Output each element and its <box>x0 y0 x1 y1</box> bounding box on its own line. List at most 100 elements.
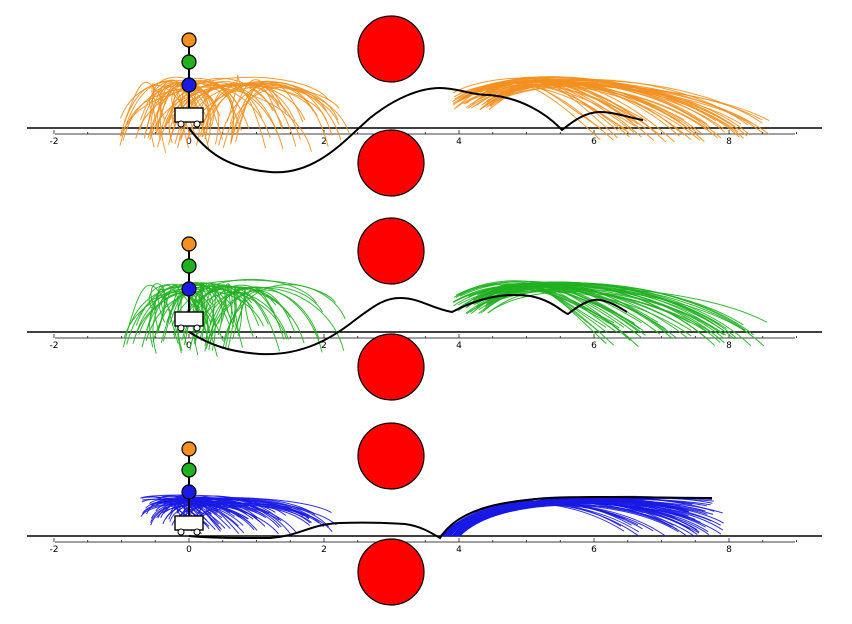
tick-label: 2 <box>321 545 327 555</box>
tick-label: 8 <box>726 137 732 147</box>
tick-label: 0 <box>186 341 192 351</box>
trajectory-line <box>143 79 200 139</box>
tick-label: 4 <box>456 545 462 555</box>
tick-label: -2 <box>50 137 59 147</box>
cart-wheel-icon <box>177 528 185 536</box>
trajectory-line <box>132 288 288 344</box>
obstacle-circle-icon <box>357 129 425 197</box>
tick-label: 4 <box>456 341 462 351</box>
trajectory-bundle <box>122 278 767 357</box>
trajectory-line <box>150 283 166 329</box>
trajectory-line <box>205 292 281 352</box>
trajectory-line <box>194 283 237 324</box>
trajectory-line <box>146 288 179 344</box>
trajectory-line <box>123 279 336 339</box>
trajectory-line <box>486 282 617 333</box>
cart-wheel-icon <box>177 324 185 332</box>
obstacle-circle-icon <box>357 538 425 606</box>
trajectory-line <box>138 285 291 335</box>
trajectory-line <box>458 280 640 333</box>
trajectory-line <box>217 284 240 334</box>
trajectory-line <box>150 502 255 531</box>
trajectory-line <box>490 282 754 336</box>
trajectory-line <box>135 76 330 139</box>
cart-wheel-icon <box>193 528 201 536</box>
trajectory-line <box>182 504 222 530</box>
trajectory-line <box>458 286 726 336</box>
obstacle-circle-icon <box>357 217 425 285</box>
trajectory-line <box>141 290 218 357</box>
joint-circle-icon <box>181 281 197 297</box>
trajectory-line <box>190 498 324 528</box>
trajectory-line <box>230 83 329 147</box>
trajectory-bundle <box>119 74 770 153</box>
tick-label: 8 <box>726 545 732 555</box>
obstacle-circle-icon <box>357 333 425 401</box>
trajectory-line <box>483 85 742 125</box>
trajectory-line <box>163 502 311 518</box>
tick-label: 2 <box>321 341 327 351</box>
joint-circle-icon <box>181 484 197 500</box>
trajectory-line <box>235 85 283 143</box>
trajectory-line <box>173 81 283 127</box>
panel-top: -2 0 2 4 6 8 <box>27 15 822 197</box>
trajectory-line <box>469 79 635 133</box>
cart-wheel-icon <box>193 120 201 128</box>
trajectory-line <box>486 83 739 130</box>
joint-circle-icon <box>181 462 197 478</box>
cart-icon <box>174 107 204 123</box>
trajectory-line <box>236 288 254 337</box>
trajectory-line <box>144 83 161 141</box>
trajectory-line <box>199 287 345 351</box>
trajectory-line <box>485 83 647 122</box>
joint-circle-icon <box>181 441 197 457</box>
joint-circle-icon <box>181 32 197 48</box>
trajectory-line <box>126 86 313 152</box>
joint-circle-icon <box>181 54 197 70</box>
trajectory-line <box>149 496 270 515</box>
trajectory-line <box>453 283 632 340</box>
trajectory-line <box>476 76 726 133</box>
trajectory-line <box>453 500 724 537</box>
tick-label: 2 <box>321 137 327 147</box>
trajectory-bundle <box>140 494 724 537</box>
trajectory-line <box>452 77 699 135</box>
trajectory-line <box>199 83 297 147</box>
trajectory-line <box>229 79 280 125</box>
tick-label: 6 <box>591 137 597 147</box>
tick-label: 8 <box>726 341 732 351</box>
trajectory-line <box>460 283 610 324</box>
best-trajectory <box>188 495 713 540</box>
trajectory-line <box>198 498 219 514</box>
tick-label: 4 <box>456 137 462 147</box>
cart-wheel-icon <box>193 324 201 332</box>
trajectory-line <box>171 79 235 134</box>
trajectory-line <box>489 84 763 121</box>
trajectory-line <box>156 82 350 148</box>
trajectory-line <box>487 290 725 336</box>
trajectory-line <box>483 80 685 136</box>
cart-icon <box>174 515 204 531</box>
trajectory-line <box>120 80 234 119</box>
joint-circle-icon <box>181 236 197 252</box>
tick-label: 6 <box>591 341 597 351</box>
cart-icon <box>174 311 204 327</box>
trajectory-line <box>463 84 770 122</box>
tick-label: 0 <box>186 137 192 147</box>
tick-label: -2 <box>50 545 59 555</box>
trajectory-line <box>458 83 636 127</box>
best-trajectory <box>188 86 644 174</box>
obstacle-circle-icon <box>357 15 425 83</box>
trajectory-line <box>465 85 659 135</box>
cart-wheel-icon <box>177 120 185 128</box>
trajectory-line <box>126 292 224 345</box>
best-trajectory <box>188 293 628 356</box>
joint-circle-icon <box>181 258 197 274</box>
trajectory-line <box>181 501 291 534</box>
trajectory-line <box>224 283 233 348</box>
trajectory-line <box>473 281 717 331</box>
trajectory-line <box>230 80 304 142</box>
